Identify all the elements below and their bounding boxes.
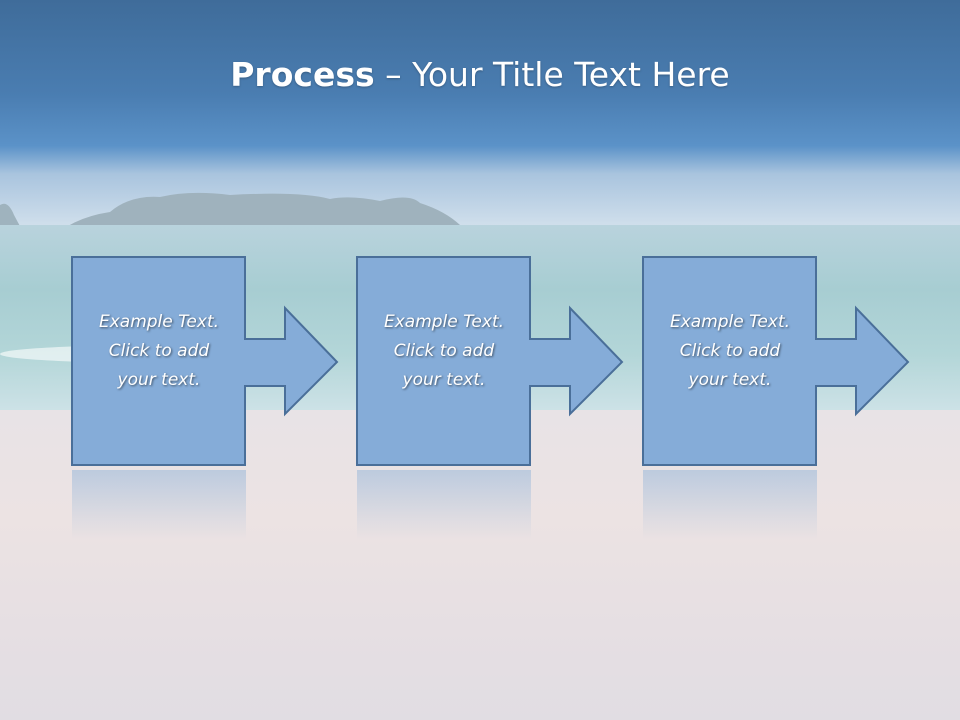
arrow-shape [356,256,624,466]
step-text[interactable]: Example Text. Click to add your text. [358,308,530,395]
step-text-line: Example Text. [98,312,220,332]
process-step-1[interactable]: Example Text. Click to add your text. [71,256,341,468]
step-text-line: Click to add [393,341,495,361]
process-step-3[interactable]: Example Text. Click to add your text. [642,256,912,468]
step-text-line: Example Text. [383,312,505,332]
step-text-line: Example Text. [669,312,791,332]
arrow-shape [642,256,910,466]
step-text-line: your text. [402,370,486,390]
reflection [72,470,246,540]
step-text[interactable]: Example Text. Click to add your text. [73,308,245,395]
step-text-line: your text. [117,370,201,390]
title-rest: – Your Title Text Here [374,55,730,94]
process-step-2[interactable]: Example Text. Click to add your text. [356,256,626,468]
step-text-line: your text. [688,370,772,390]
reflection [357,470,531,540]
step-text-line: Click to add [108,341,210,361]
reflection [643,470,817,540]
step-text-line: Click to add [679,341,781,361]
arrow-shape [71,256,339,466]
step-text[interactable]: Example Text. Click to add your text. [644,308,816,395]
title-bold: Process [230,55,375,94]
slide-title[interactable]: Process – Your Title Text Here [0,55,960,94]
sky [0,0,960,235]
